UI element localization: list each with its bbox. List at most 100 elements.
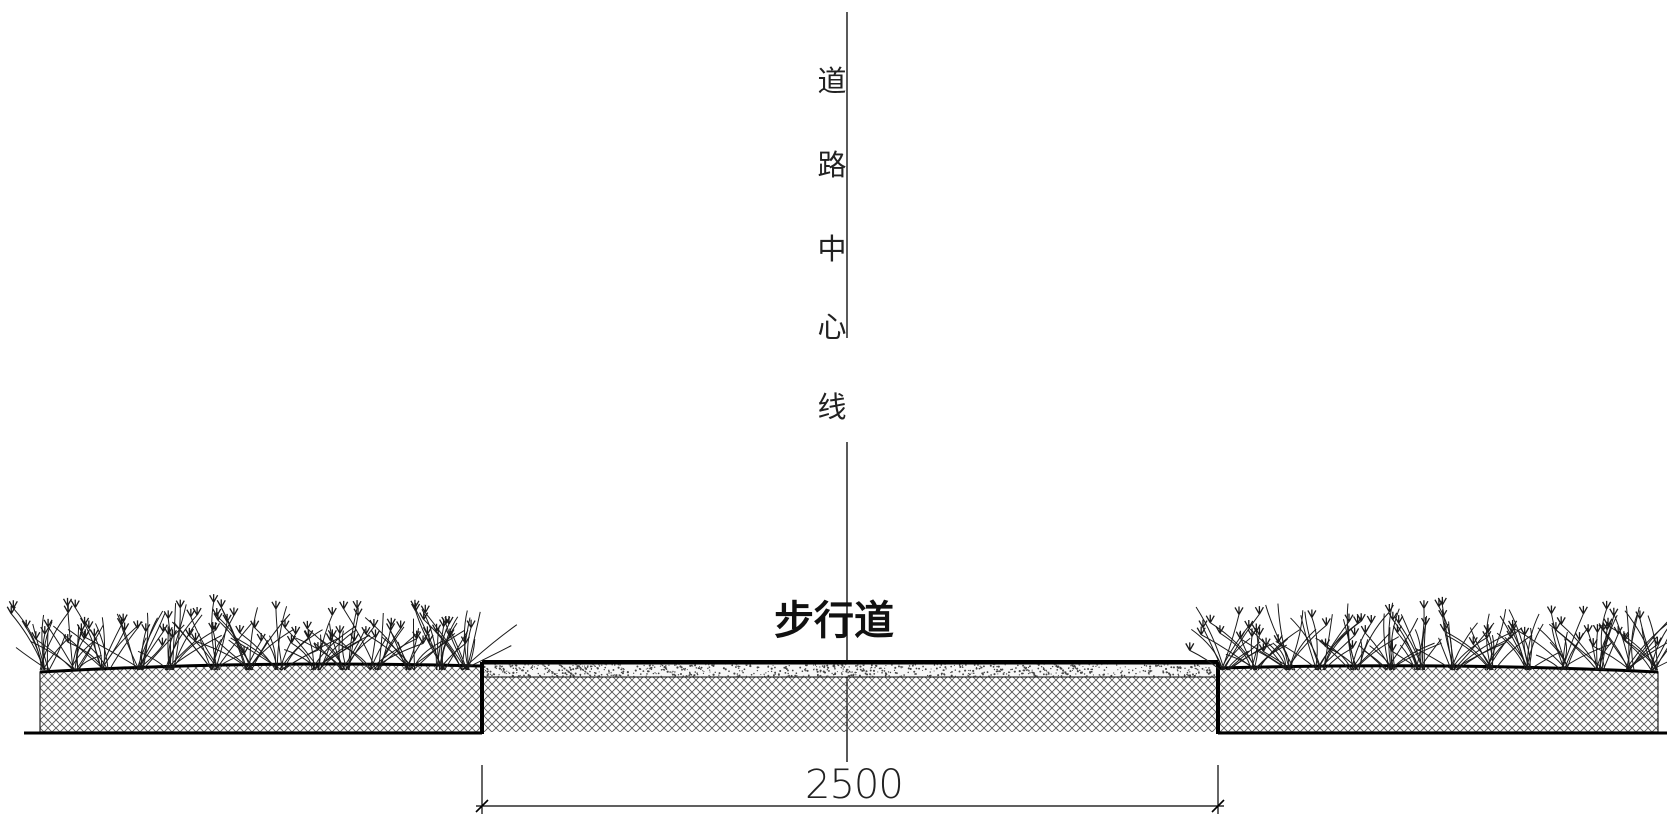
flower-spike [1419,600,1429,609]
grass-blade [1559,638,1568,671]
gravel-speck [1128,671,1131,674]
gravel-speck [1106,664,1108,665]
gravel-speck [847,675,850,677]
flower-spike [1350,627,1360,636]
gravel-speck [1034,674,1037,677]
flower-spike [216,599,226,608]
gravel-speck [1116,664,1118,666]
gravel-speck [979,665,981,667]
flower-spike [1185,642,1195,651]
grass-blade [1650,638,1667,671]
gravel-speck [1190,666,1193,669]
grass-blade [1450,637,1488,671]
grass-blade [220,607,247,671]
gravel-speck [857,666,859,668]
gravel-speck [1189,671,1191,673]
flower-spike [286,635,297,644]
grass-blade [1535,654,1562,671]
gravel-speck [888,675,890,677]
gravel-speck [505,672,507,675]
gravel-speck [600,673,603,676]
gravel-speck [489,673,491,675]
grass-blade [461,624,518,671]
gravel-speck [1052,675,1054,677]
flower-spike [80,629,90,638]
gravel-speck [696,673,699,676]
gravel-speck [610,672,612,674]
grass-blade [1442,617,1456,671]
gravel-speck [807,674,810,677]
gravel-speck [1027,673,1030,675]
gravel-speck [1047,672,1049,674]
gravel-speck [512,671,515,674]
grass-blade [1319,640,1351,671]
gravel-speck [661,664,664,667]
gravel-speck [646,673,648,675]
flower-spike [1588,638,1598,647]
gravel-speck [1179,666,1182,668]
gravel-speck [1045,669,1048,672]
gravel-speck [816,673,819,676]
gravel-speck [995,670,998,673]
grass-blade [1587,632,1598,671]
gravel-speck [850,671,852,673]
gravel-speck [870,666,873,669]
gravel-speck [546,671,549,674]
gravel-speck [770,670,773,673]
grass-clump [230,600,340,671]
grass-blade [1438,637,1452,671]
flower-spike [466,619,476,628]
grass-blade [1548,623,1605,671]
grass-blade [171,621,213,671]
grass-blade [1358,645,1387,671]
gravel-speck [1208,672,1211,675]
gravel-speck [913,670,916,673]
grass-blade [215,623,252,671]
gravel-speck [1076,669,1078,671]
gravel-speck [1036,675,1038,677]
gravel-speck [854,671,857,674]
gravel-speck [901,666,904,668]
gravel-speck [795,672,798,675]
gravel-speck [537,672,540,675]
gravel-speck [738,674,741,677]
grass-clump [1603,610,1667,671]
gravel-speck [844,664,847,666]
gravel-speck [833,665,836,668]
grass-blade [211,602,219,671]
gravel-speck [940,664,943,666]
grass-blade [95,623,109,671]
gravel-speck [1062,670,1064,672]
gravel-speck [1088,676,1090,677]
gravel-speck [944,664,946,666]
flower-spike [304,629,314,638]
gravel-speck [1032,671,1035,675]
grass-blade [137,650,169,671]
gravel-speck [531,668,534,671]
gravel-speck [756,669,759,672]
grass-blade [1486,613,1492,671]
gravel-speck [841,673,843,676]
gravel-speck [617,666,620,669]
gravel-speck [1090,670,1093,673]
gravel-speck [1162,670,1164,672]
flower-spike [212,607,222,617]
gravel-speck [993,673,996,676]
gravel-speck [1089,672,1091,674]
gravel-speck [527,664,530,666]
gravel-speck [739,665,741,668]
grass-blade [1364,632,1392,671]
dimension-label: 2500 [805,762,904,808]
gravel-speck [512,675,514,677]
gravel-speck [843,666,846,668]
gravel-speck [819,675,822,677]
gravel-speck [1149,669,1152,672]
gravel-speck [968,673,971,676]
grass-blade [1316,623,1358,671]
gravel-speck [612,669,615,671]
centerline-char-4: 心 [817,310,847,344]
gravel-speck [582,669,585,671]
gravel-speck [590,668,592,670]
grass-blade [1200,634,1256,671]
gravel-speck [787,669,789,672]
